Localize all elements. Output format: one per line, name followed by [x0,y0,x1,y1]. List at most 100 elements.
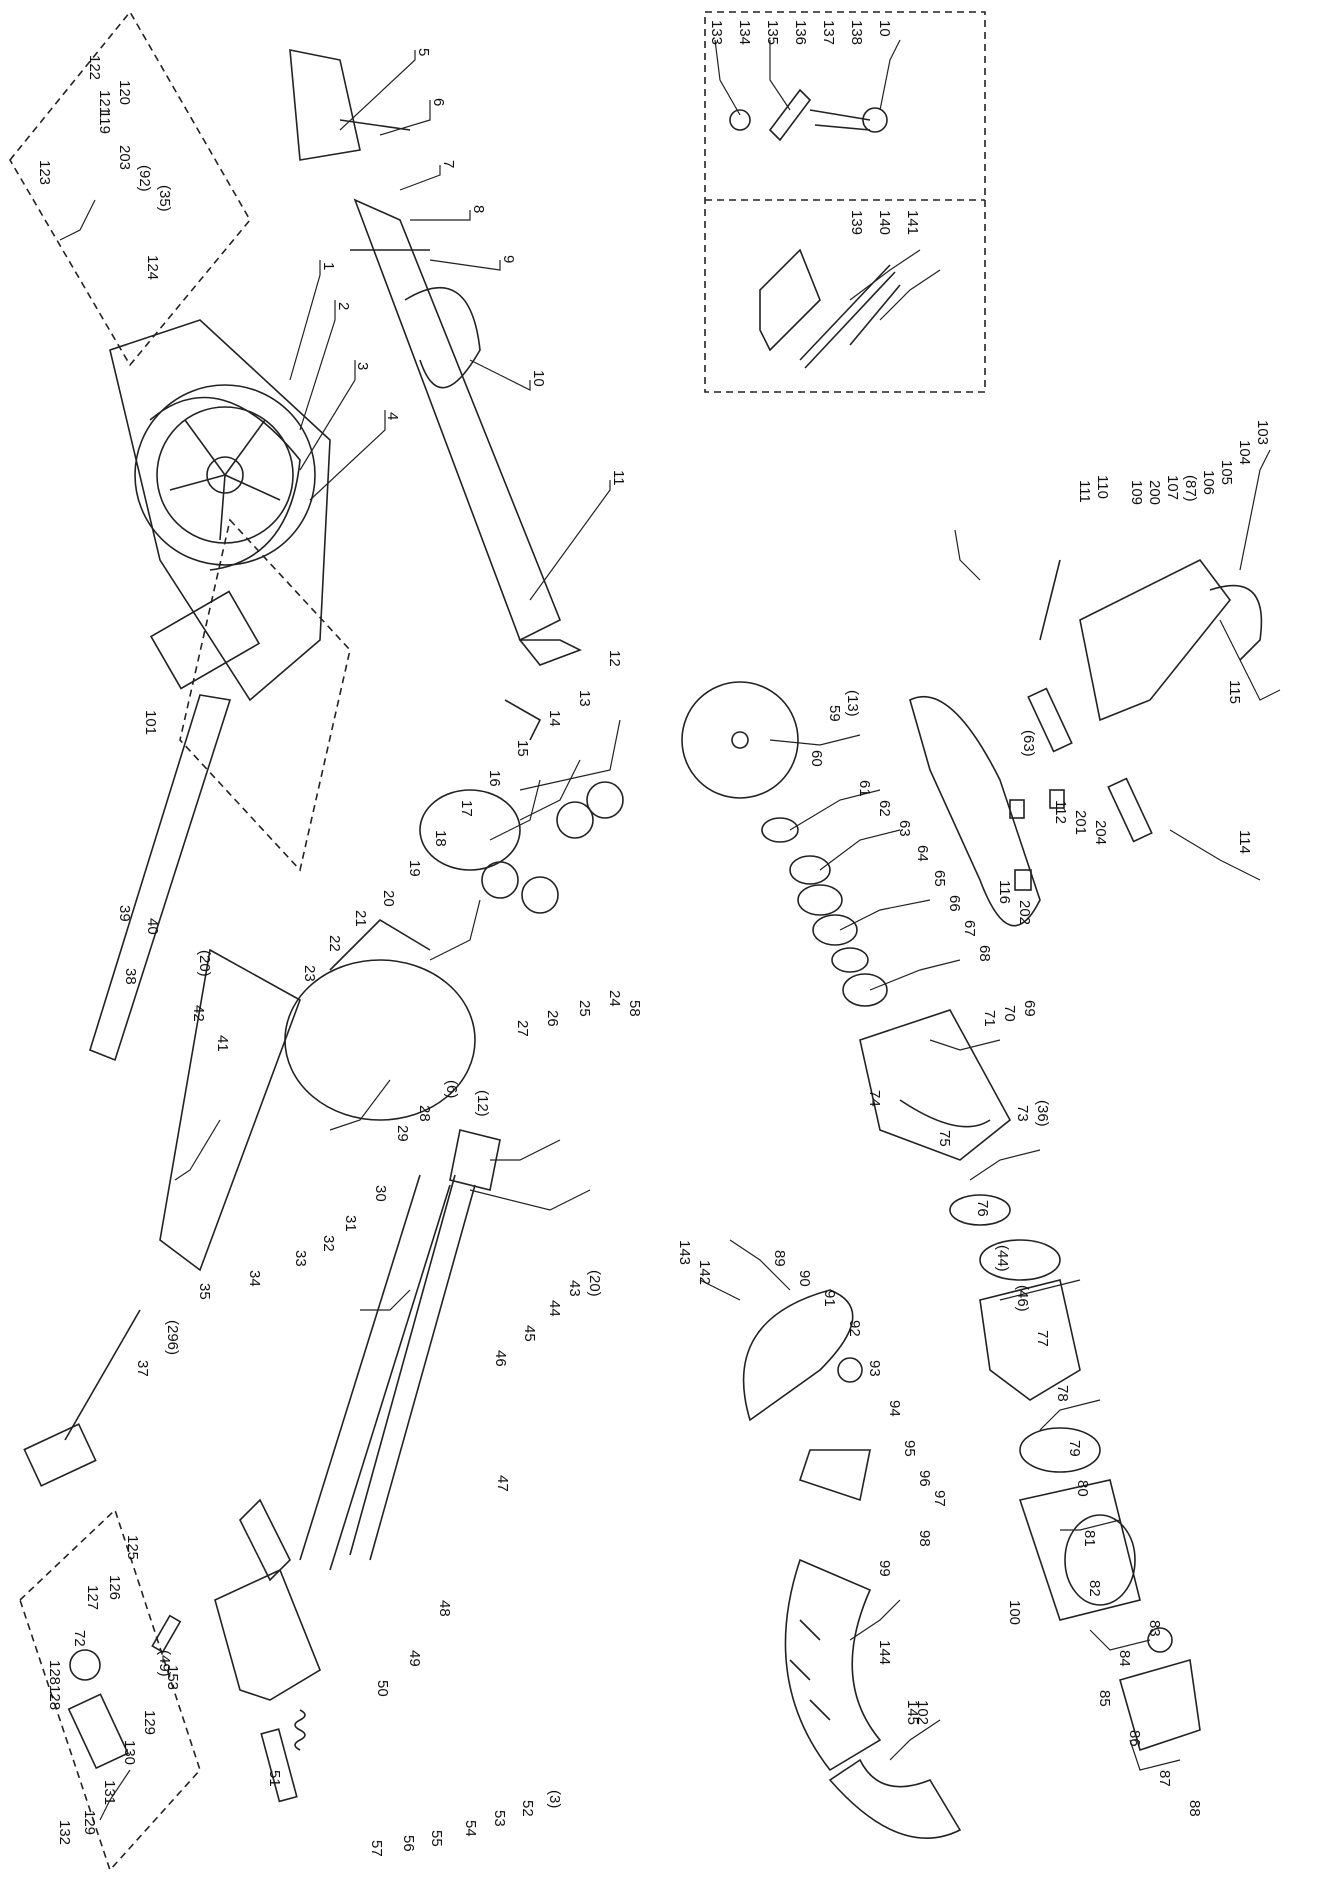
part-label: 129 [81,1810,98,1835]
part-label: 114 [1236,830,1253,854]
fence-clamp-box [179,518,351,872]
part-label: 37 [134,1360,151,1377]
part-label: 116 [996,880,1013,904]
part-label: 138 [848,20,865,45]
part-label: 4 [384,412,401,420]
leader-lines [59,39,1281,1821]
part-label: 111 [1076,480,1093,503]
part-label: 24 [606,990,623,1007]
part-label: 204 [1092,820,1109,845]
part-label: 6 [430,98,447,106]
part-label: 13 [576,690,593,707]
part-label: 201 [1072,810,1089,835]
fence-assembly [289,49,582,666]
part-label: 85 [1096,1690,1113,1707]
part-label: 55 [428,1830,445,1847]
part-label: 99 [876,1560,893,1577]
part-label: (12) [474,1090,491,1117]
laser-module-box [9,10,251,367]
part-label: 84 [1116,1650,1133,1667]
part-label: (49) [156,1650,173,1677]
part-label: 87 [1156,1770,1173,1787]
part-label: 82 [1086,1580,1103,1597]
part-label: 121 [96,90,113,115]
part-label: 73 [1014,1105,1031,1122]
part-label: 67 [961,920,978,937]
part-label: 14 [546,710,563,727]
blade-guard-assembly [742,1289,962,1839]
part-label: 10 [876,20,893,37]
part-label: 89 [771,1250,788,1267]
part-label: 60 [808,750,825,767]
slide-rods [299,1129,501,1571]
part-label: 49 [406,1650,423,1667]
part-label: 93 [866,1360,883,1377]
part-label: 12 [606,650,623,667]
part-label: 35 [196,1283,213,1300]
part-label: 20 [380,890,397,907]
part-label: 125 [124,1535,141,1560]
part-label: 128128 [46,1660,63,1710]
part-label: 72 [71,1630,88,1647]
part-label: 63 [896,820,913,837]
part-label: 103 [1254,420,1271,445]
part-label: 88 [1186,1800,1203,1817]
part-label: 76 [974,1200,991,1217]
part-label: 59 [826,705,843,722]
part-label: 54 [462,1820,479,1837]
part-label: 21 [352,910,369,927]
part-label: 105 [1218,460,1235,485]
part-label: 70 [1001,1005,1018,1022]
part-label: (6) [443,1080,460,1098]
accessory-box [704,11,986,393]
part-label: 106 [1200,470,1217,495]
part-label: 16 [486,770,503,787]
part-label: (36) [1034,1100,1051,1127]
part-label: 200 [1146,480,1163,505]
part-label: 68 [976,945,993,962]
part-label: 52 [519,1800,536,1817]
part-label: 202 [1016,900,1033,925]
part-label: (3) [546,1790,563,1808]
part-label: (20) [586,1270,603,1297]
part-label: 137 [820,20,837,45]
part-label: 153 [164,1665,181,1690]
part-label: 27 [514,1020,531,1037]
part-label: 102 [914,1700,931,1725]
part-label: 77 [1034,1330,1051,1347]
part-label: 79 [1066,1440,1083,1457]
part-label: 41 [214,1035,231,1052]
part-label: 129 [141,1710,158,1735]
part-label: 47 [494,1475,511,1492]
part-label: 19 [406,860,423,877]
part-label: 29 [394,1125,411,1142]
part-label: 32 [320,1235,337,1252]
part-label: 53 [491,1810,508,1827]
part-label: 98 [916,1530,933,1547]
part-label: 42 [190,1005,207,1022]
part-label: 3 [354,362,371,370]
part-label: 101 [142,710,159,735]
part-label: 8 [470,205,487,213]
part-label: 140 [876,210,893,235]
part-label: 100 [1006,1600,1023,1625]
part-label: 143 [676,1240,693,1265]
part-label: 65 [931,870,948,887]
part-label: 23 [301,965,318,982]
part-label: (92) [136,165,153,192]
part-label: 26 [544,1010,561,1027]
part-label: 40 [144,918,161,935]
part-label: 71 [981,1010,998,1027]
part-label: 5 [415,48,432,56]
part-label: 142 [696,1260,713,1285]
part-label: 66 [946,895,963,912]
part-label: 31 [342,1215,359,1232]
part-label: 131 [101,1780,118,1805]
part-label: 110 [1094,475,1111,499]
part-label: 11 [610,470,627,486]
part-label: 50 [374,1680,391,1697]
part-label: 69 [1021,1000,1038,1017]
part-label: 38 [122,968,139,985]
part-label: 9 [500,255,517,263]
part-label: 86 [1126,1730,1143,1747]
